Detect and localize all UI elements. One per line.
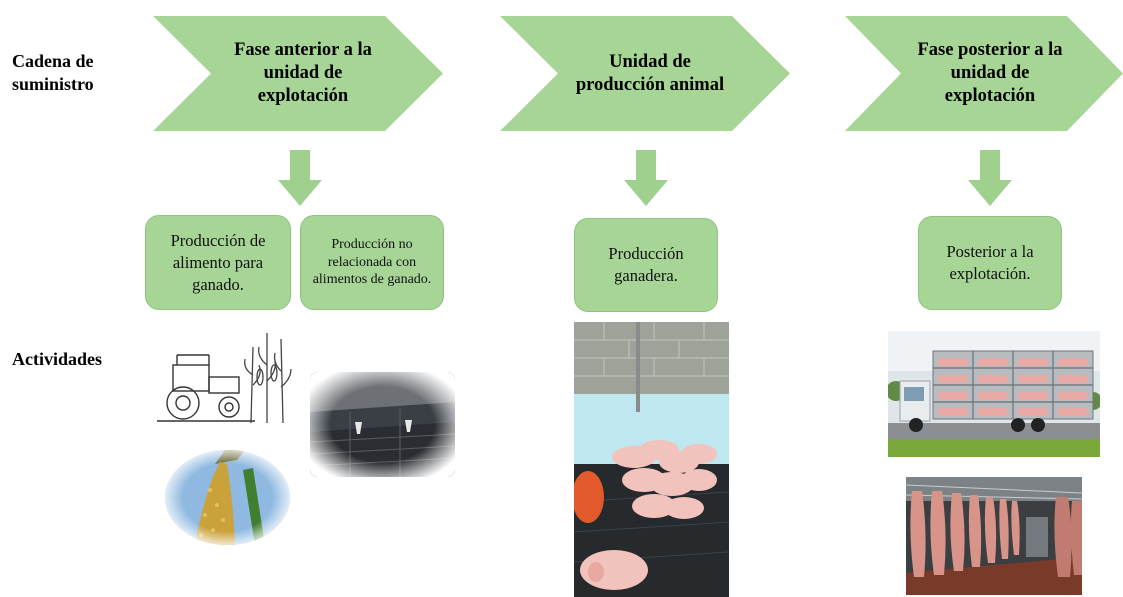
stage-chevron-production-unit: Unidad de producción animal — [500, 16, 790, 131]
livestock-production-box: Producción ganadera. — [574, 218, 718, 312]
stage-title: Fase anterior a la unidad de explotación — [234, 40, 372, 106]
pig-transport-truck-photo — [888, 331, 1100, 457]
stage-title: Fase posterior a la unidad de explotació… — [917, 40, 1063, 106]
grain-pouring-photo — [165, 450, 290, 545]
down-arrow-icon — [968, 150, 1012, 206]
box-text: Posterior a la explotación. — [946, 242, 1034, 283]
chevron-shape — [845, 16, 1123, 131]
non-feed-production-box: Producción no relacionada con alimentos … — [300, 215, 444, 310]
box-text: Producción no relacionada con alimentos … — [312, 237, 432, 288]
stage-title: Unidad de producción animal — [575, 51, 725, 95]
stage-chevron-pre-farm: Fase anterior a la unidad de explotación — [153, 16, 443, 131]
box-text: Producción de alimento para ganado. — [170, 230, 266, 294]
feed-production-box: Producción de alimento para ganado. — [145, 215, 291, 310]
chevron-shape — [153, 16, 443, 131]
piglets-pen-photo — [574, 322, 729, 597]
box-text: Producción ganadera. — [608, 244, 684, 285]
supply-chain-label: Cadena de suministro — [12, 51, 94, 94]
activities-label: Actividades — [12, 349, 102, 369]
stage-chevron-post-farm: Fase posterior a la unidad de explotació… — [845, 16, 1123, 131]
barn-interior-photo — [310, 372, 455, 477]
chevron-shape — [500, 16, 790, 131]
slaughterhouse-carcasses-photo — [906, 477, 1082, 595]
down-arrow-icon — [278, 150, 322, 206]
down-arrow-icon — [624, 150, 668, 206]
post-farm-box: Posterior a la explotación. — [918, 216, 1062, 310]
tractor-corn-sketch-image — [155, 325, 295, 430]
